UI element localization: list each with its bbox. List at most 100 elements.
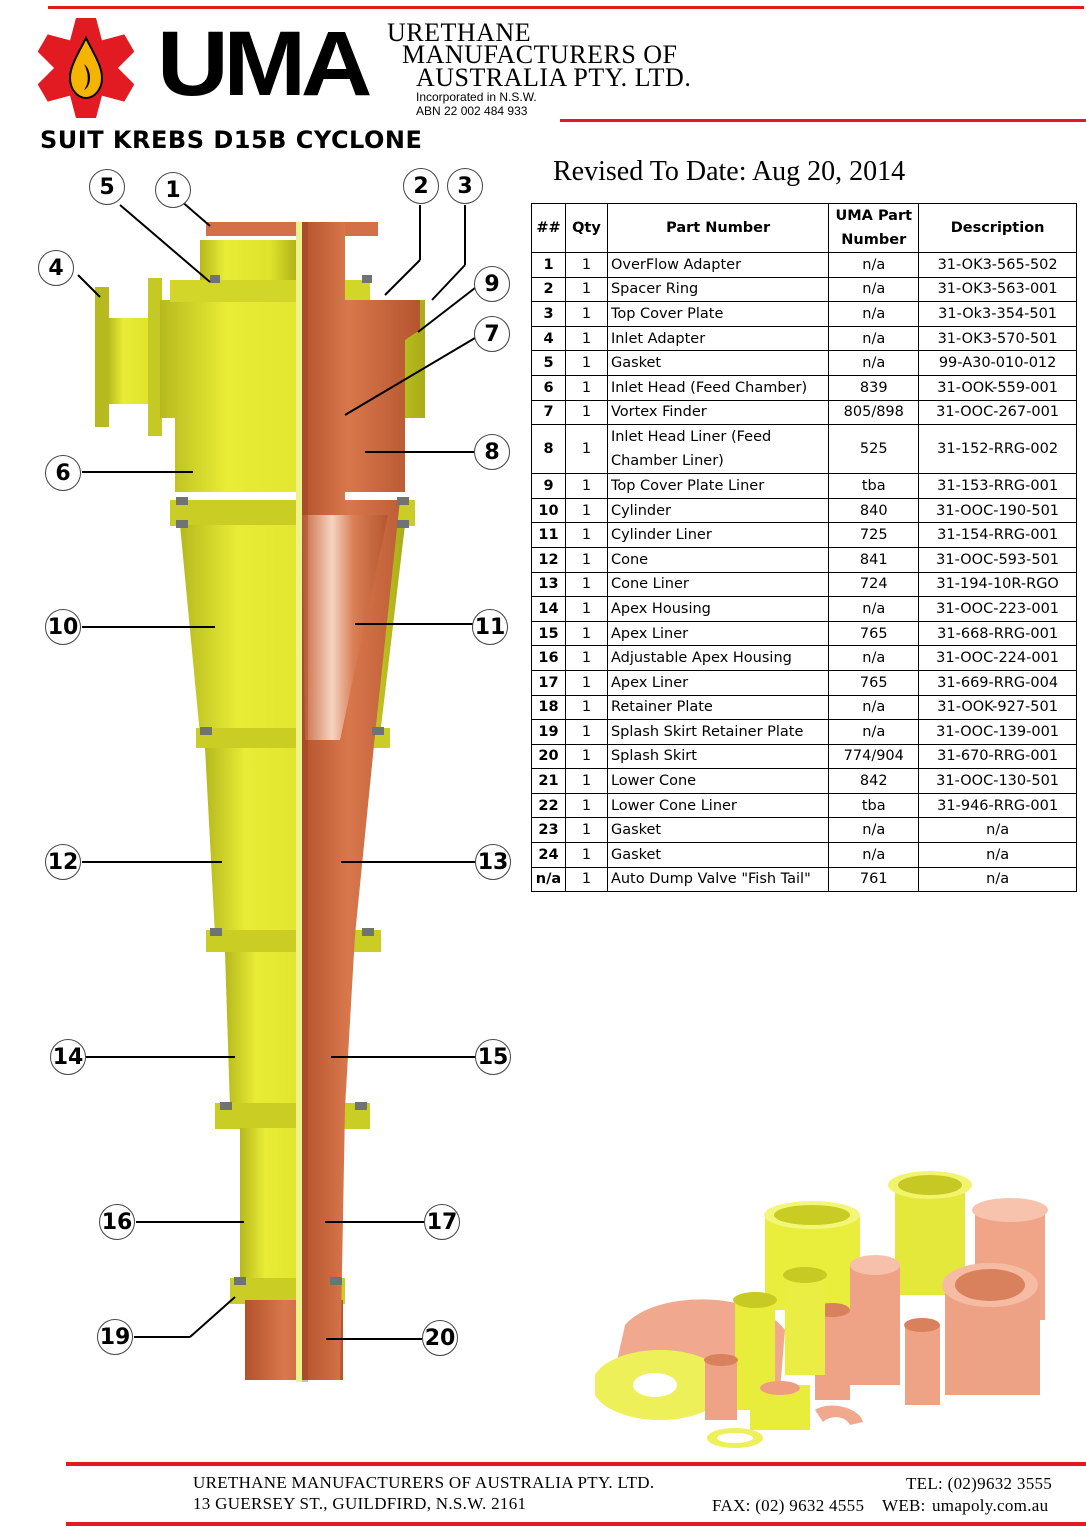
cell-part: Top Cover Plate Liner	[606, 473, 830, 499]
cell-num: 20	[531, 743, 566, 770]
cell-uma: n/a	[828, 252, 920, 278]
cell-qty: 1	[564, 792, 608, 819]
callout-13: 13	[475, 844, 511, 880]
cell-desc: 31-669-RRG-004	[918, 669, 1077, 696]
cell-part: Spacer Ring	[606, 276, 830, 303]
col-header-uma-line2: Number	[841, 232, 907, 248]
cell-qty: 1	[564, 497, 608, 524]
cell-desc: 31-OOC-223-001	[918, 596, 1077, 622]
incorporated-text: Incorporated in N.S.W.	[416, 90, 537, 104]
cell-uma: 842	[828, 768, 920, 794]
cell-qty: 1	[564, 694, 608, 721]
cell-uma: 839	[828, 374, 920, 401]
cell-desc: 31-OOK-559-001	[918, 374, 1077, 401]
callout-9: 9	[474, 266, 510, 302]
cell-qty: 1	[564, 252, 608, 278]
cell-num: 11	[531, 522, 566, 548]
cell-num: 5	[531, 350, 566, 376]
cell-num: 12	[531, 546, 566, 573]
cell-uma: n/a	[828, 694, 920, 721]
cell-desc: 31-670-RRG-001	[918, 743, 1077, 770]
cell-num: 22	[531, 792, 566, 819]
cell-desc: 31-154-RRG-001	[918, 522, 1077, 548]
cell-uma: n/a	[828, 301, 920, 327]
cell-desc: 31-OOC-139-001	[918, 719, 1077, 745]
cell-num: 14	[531, 596, 566, 622]
cell-num: 6	[531, 374, 566, 401]
abn-text: ABN 22 002 484 933	[416, 104, 528, 118]
callout-15: 15	[475, 1039, 511, 1075]
callout-4: 4	[38, 250, 74, 286]
cell-qty: 1	[564, 719, 608, 745]
cell-part: Apex Liner	[606, 620, 830, 647]
cell-num: 17	[531, 669, 566, 696]
footer-web[interactable]: umapoly.com.au	[932, 1496, 1049, 1515]
cell-uma: 761	[828, 866, 920, 893]
cell-desc: 31-194-10R-RGO	[918, 571, 1077, 598]
cell-desc: 31-OK3-565-502	[918, 252, 1077, 278]
footer-top-rule	[66, 1462, 1086, 1466]
cell-desc: 31-OOC-224-001	[918, 645, 1077, 671]
cell-desc: 31-OK3-570-501	[918, 325, 1077, 352]
cell-uma: n/a	[828, 817, 920, 844]
cell-num: 9	[531, 473, 566, 499]
cell-part: Cone	[606, 546, 830, 573]
cell-desc: n/a	[918, 866, 1077, 893]
cell-part: OverFlow Adapter	[606, 252, 830, 278]
cell-part: Cylinder	[606, 497, 830, 524]
cell-qty: 1	[564, 399, 608, 426]
cell-num: 23	[531, 817, 566, 844]
callout-8: 8	[474, 434, 510, 470]
header-top-rule	[48, 6, 1084, 9]
cell-part: Lower Cone	[606, 768, 830, 794]
cell-qty: 1	[564, 424, 608, 475]
cell-uma: n/a	[828, 842, 920, 868]
cell-uma: tba	[828, 473, 920, 499]
cell-desc: 31-Ok3-354-501	[918, 301, 1077, 327]
cell-num: 10	[531, 497, 566, 524]
footer-bottom-rule	[66, 1522, 1086, 1526]
cell-qty: 1	[564, 301, 608, 327]
cell-uma: 765	[828, 669, 920, 696]
cell-qty: 1	[564, 743, 608, 770]
cell-qty: 1	[564, 325, 608, 352]
cell-qty: 1	[564, 473, 608, 499]
cell-part: Gasket	[606, 842, 830, 868]
callout-20: 20	[422, 1320, 458, 1356]
cell-part: Cone Liner	[606, 571, 830, 598]
cell-part: Inlet Adapter	[606, 325, 830, 352]
cell-num: 24	[531, 842, 566, 868]
col-header-qty: Qty	[564, 203, 608, 253]
cell-desc: 31-153-RRG-001	[918, 473, 1077, 499]
footer-tel: TEL: (02)9632 3555	[906, 1474, 1053, 1493]
cell-qty: 1	[564, 374, 608, 401]
cell-num: 15	[531, 620, 566, 647]
cell-desc: 31-OOK-927-501	[918, 694, 1077, 721]
revised-date: Revised To Date: Aug 20, 2014	[553, 156, 906, 187]
company-name-line2: MANUFACTURERS OF	[402, 40, 678, 69]
cell-num: 16	[531, 645, 566, 671]
cell-part: Auto Dump Valve "Fish Tail"	[606, 866, 830, 893]
callout-14: 14	[50, 1039, 86, 1075]
product-photo-collage	[595, 1171, 1048, 1448]
cell-qty: 1	[564, 842, 608, 868]
uma-star-logo-icon	[37, 18, 135, 118]
cell-desc: 31-668-RRG-001	[918, 620, 1077, 647]
cell-part: Lower Cone Liner	[606, 792, 830, 819]
col-header-desc: Description	[918, 203, 1077, 253]
cell-part: Splash Skirt Retainer Plate	[606, 719, 830, 745]
callout-3: 3	[447, 168, 483, 204]
cell-qty: 1	[564, 645, 608, 671]
cell-part: Splash Skirt	[606, 743, 830, 770]
callout-11: 11	[472, 609, 508, 645]
